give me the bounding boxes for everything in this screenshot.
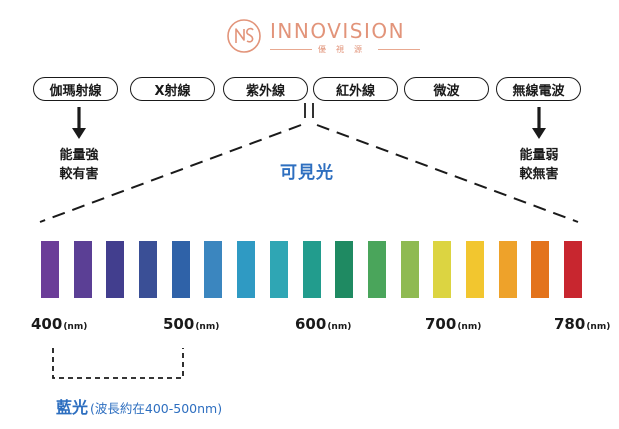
band-gamma-rays: 伽瑪射線 <box>33 77 118 101</box>
band-ultraviolet: 紫外線 <box>223 77 308 101</box>
spectrum-bar <box>433 241 452 298</box>
wavelength-500: 500(nm) <box>163 314 219 333</box>
spectrum-bar <box>367 241 386 298</box>
energy-weak-label: 能量弱 較無害 <box>509 146 569 184</box>
spectrum-bar <box>400 241 419 298</box>
spectrum-bar <box>73 241 92 298</box>
logo-chinese-name: 優視源 <box>318 45 372 54</box>
wavelength-value: 400 <box>31 315 63 333</box>
spectrum-bar <box>302 241 321 298</box>
visible-light-label: 可見光 <box>280 163 334 183</box>
innovision-logo-icon <box>227 19 261 53</box>
wavelength-value: 500 <box>163 315 195 333</box>
wavelength-value: 780 <box>554 315 586 333</box>
harm-more-text: 較有害 <box>59 167 99 182</box>
wavelength-400: 400(nm) <box>31 314 87 333</box>
band-infrared: 紅外線 <box>313 77 398 101</box>
wavelength-value: 700 <box>425 315 457 333</box>
wavelength-unit: (nm) <box>457 322 482 332</box>
wavelength-unit: (nm) <box>63 322 88 332</box>
blue-light-title: 藍光 <box>56 398 89 417</box>
fan-line-left <box>39 124 302 223</box>
spectrum-bar <box>335 241 354 298</box>
spectrum-bar <box>171 241 190 298</box>
blue-light-bracket <box>52 348 184 379</box>
spectrum-bar <box>531 241 550 298</box>
energy-strong-text: 能量強 <box>59 148 99 163</box>
spectrum-bar <box>139 241 158 298</box>
band-x-rays: X射線 <box>130 77 215 101</box>
spectrum-bar <box>465 241 484 298</box>
arrow-down-right-icon <box>532 107 546 139</box>
wavelength-unit: (nm) <box>327 322 352 332</box>
visible-light-marker <box>304 103 314 118</box>
spectrum-bar <box>564 241 582 298</box>
wavelength-780: 780(nm) <box>554 314 610 333</box>
wavelength-unit: (nm) <box>195 322 220 332</box>
wavelength-value: 600 <box>295 315 327 333</box>
spectrum-bar <box>237 241 256 298</box>
blue-light-range: (波長約在400-500nm) <box>90 401 223 416</box>
spectrum-bar <box>106 241 125 298</box>
logo-subtitle: 優視源 <box>270 44 420 55</box>
wavelength-unit: (nm) <box>586 322 611 332</box>
energy-weak-text: 能量弱 <box>519 148 559 163</box>
arrow-down-left-icon <box>72 107 86 139</box>
band-radio-waves: 無線電波 <box>496 77 581 101</box>
blue-light-note: 藍光(波長約在400-500nm) <box>56 394 222 418</box>
spectrum-bar <box>41 241 59 298</box>
wavelength-700: 700(nm) <box>425 314 481 333</box>
energy-strong-label: 能量強 較有害 <box>49 146 109 184</box>
harm-less-text: 較無害 <box>519 167 559 182</box>
brand-logo: INNOVISION 優視源 <box>226 16 426 60</box>
spectrum-bar <box>269 241 288 298</box>
fan-line-right <box>316 124 579 223</box>
wavelength-600: 600(nm) <box>295 314 351 333</box>
spectrum-bar <box>204 241 223 298</box>
spectrum-bar <box>498 241 517 298</box>
band-microwave: 微波 <box>404 77 489 101</box>
logo-name: INNOVISION <box>270 19 406 43</box>
